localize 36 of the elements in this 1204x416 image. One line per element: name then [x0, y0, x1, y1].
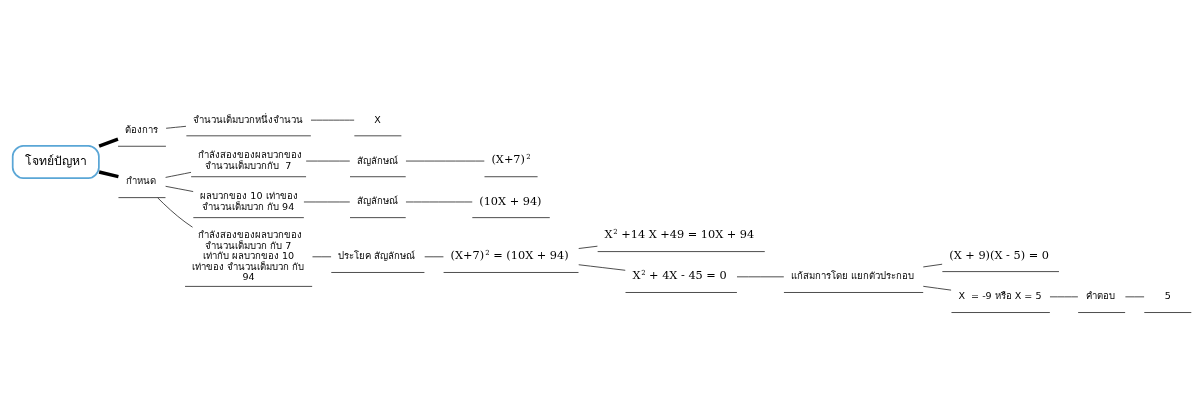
connector [157, 196, 193, 228]
node-text: จำนวนเต็มบวกหนึ่งจำนวน [193, 113, 304, 125]
node-text: กำลังสองของผลบวกของ จำนวนเต็มบวกกับ 7 [198, 148, 303, 171]
connector [1049, 295, 1079, 297]
node-text: X$^{2}$ + 4X - 45 = 0 [632, 268, 727, 282]
node-text: 5 [1164, 289, 1171, 301]
connector [98, 137, 119, 148]
node-text: กำลังสองของผลบวกของ จำนวนเต็มบวก กับ 7 เท่ากับ ผลบวกของ 10 เท่าของ จำนวนเต็มบวก กับ 94 [192, 228, 305, 282]
connector [312, 255, 332, 257]
connector [165, 171, 192, 178]
node-text: ผลบวกของ 10 เท่าของ จำนวนเต็มบวก กับ 94 [200, 189, 298, 212]
connector [578, 263, 626, 271]
connector [578, 245, 598, 249]
node-text: X$^{2}$ +14 X +49 = 10X + 94 [604, 227, 755, 241]
node-text: (X + 9)(X - 5) = 0 [949, 248, 1049, 262]
node-text: แก้สมการโดย แยกตัวประกอบ [790, 269, 914, 281]
node-text: ประโยค สัญลักษณ์ [338, 249, 416, 261]
node-text: (X+7)$^{2}$ = (10X + 94) [450, 248, 569, 262]
connector [1124, 295, 1145, 297]
node-text: คำตอบ [1086, 289, 1116, 301]
node-text: X = -9 หรือ X = 5 [958, 289, 1042, 301]
connector [165, 125, 187, 129]
node-text: สัญลักษณ์ [356, 194, 398, 206]
connector [424, 255, 444, 257]
connector [98, 169, 119, 178]
connector [736, 275, 785, 277]
connector [922, 263, 943, 267]
node-text: (X+7)$^{2}$ [491, 152, 531, 166]
node-text: X [374, 113, 381, 125]
node-text: ต้องการ [125, 123, 158, 135]
node-text: กำหนด [126, 174, 157, 186]
node-text: (10X + 94) [479, 194, 542, 208]
node-box: โจทย์ปัญหา [11, 144, 100, 179]
connector [922, 285, 952, 291]
node-text: สัญลักษณ์ [356, 154, 398, 165]
connector [165, 185, 194, 192]
